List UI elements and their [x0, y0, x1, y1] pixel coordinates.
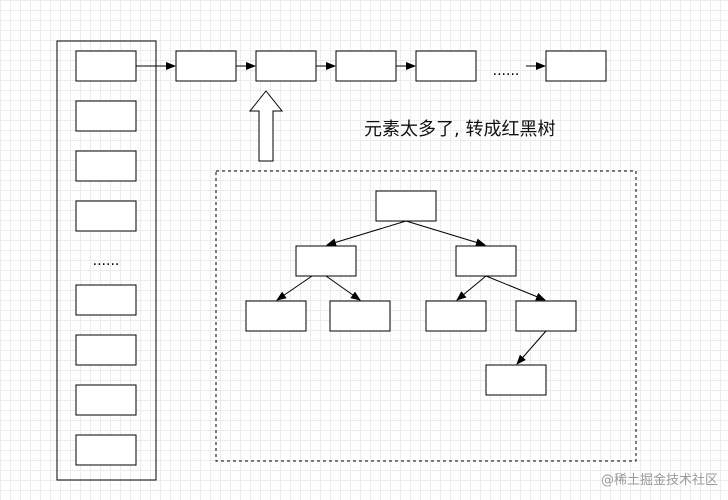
- tree-edge: [456, 275, 487, 301]
- tree-node: [329, 300, 391, 332]
- bucket-cell: [75, 100, 137, 132]
- tree-edge: [325, 275, 361, 301]
- bucket-cell: [75, 434, 137, 466]
- list-node: [545, 50, 607, 82]
- tree-node: [245, 300, 307, 332]
- tree-edge: [485, 275, 546, 301]
- tree-edge: [405, 220, 486, 247]
- list-node: [335, 50, 397, 82]
- tree-node: [485, 364, 547, 396]
- list-ellipsis: ......: [493, 63, 520, 79]
- bucket-cell: [75, 284, 137, 316]
- bucket-ellipsis: ......: [93, 253, 120, 269]
- tree-edge: [276, 275, 313, 301]
- tree-edge: [516, 330, 547, 365]
- bucket-cell: [75, 50, 137, 82]
- up-arrow-icon: [248, 90, 284, 162]
- bucket-cell: [75, 200, 137, 232]
- list-node: [415, 50, 477, 82]
- bucket-array-container: [56, 40, 157, 481]
- list-node: [255, 50, 317, 82]
- tree-edge: [326, 220, 407, 247]
- tree-node-root: [375, 190, 437, 222]
- tree-node: [455, 245, 517, 277]
- tree-container: [215, 170, 637, 462]
- treeify-caption: 元素太多了, 转成红黑树: [364, 119, 556, 140]
- tree-node: [425, 300, 487, 332]
- tree-node: [515, 300, 577, 332]
- list-node: [175, 50, 237, 82]
- bucket-cell: [75, 384, 137, 416]
- tree-node: [295, 245, 357, 277]
- bucket-cell: [75, 150, 137, 182]
- bucket-cell: [75, 334, 137, 366]
- watermark: @稀土掘金技术社区: [600, 473, 718, 488]
